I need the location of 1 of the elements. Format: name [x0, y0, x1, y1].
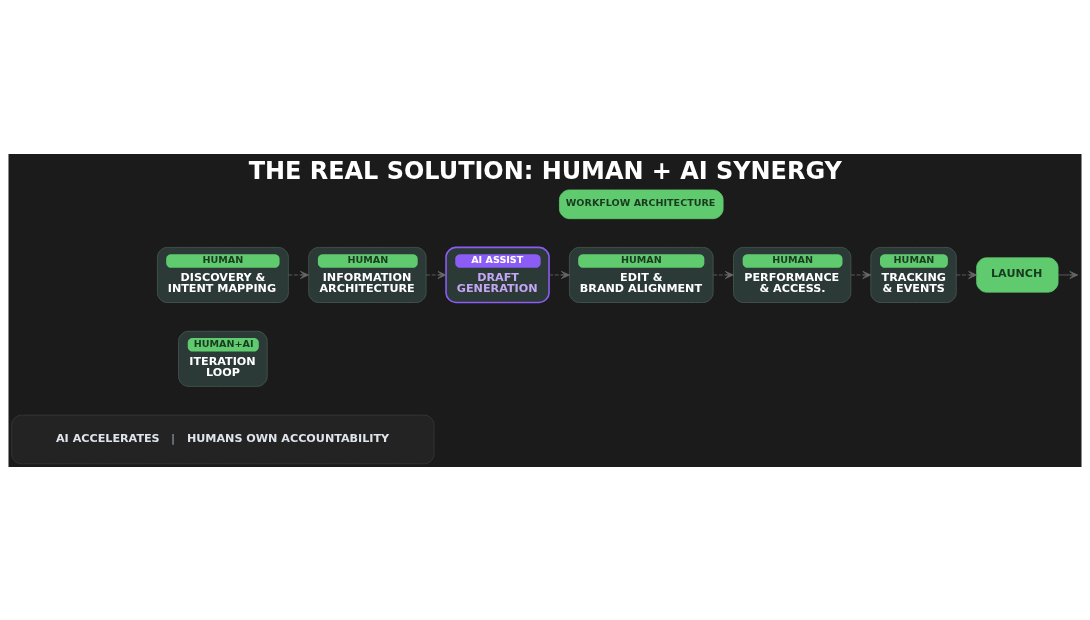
diagram-title: THE REAL SOLUTION: HUMAN + AI SYNERGY — [248, 156, 842, 185]
